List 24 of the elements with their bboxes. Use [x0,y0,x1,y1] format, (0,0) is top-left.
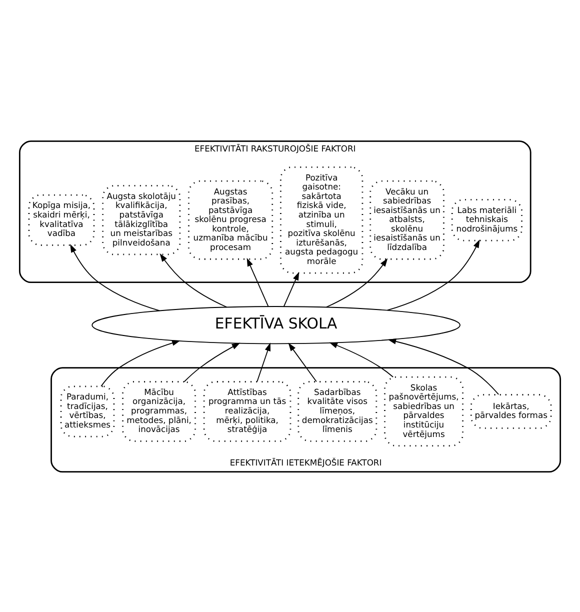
arrow [184,342,240,382]
arrow [388,338,500,394]
node-box: Paradumi, tradīcijas, vērtības, attieksmes [60,385,115,437]
arrow [386,239,480,310]
node-box: Augsta skolotāju kvalifikācija, patstāvīga tālākizglītība un meistarības pilnveidošana [102,184,181,255]
node-box: Pozitīva gaisotne: sakārtota fiziskā vide, atzinība un stimuli, pozitīva skolēnu izturēšanās, augsta pedagogu morāle [280,166,364,274]
node-box: Mācību organizācija, programmas, metodes, plāni, inovācijas [122,380,196,442]
arrow [326,258,388,308]
arrow [160,252,228,308]
node-box: Sadarbības kvalitāte visos līmeņos, demokratizācijas līmenis [298,380,378,442]
node-box: Labs materiāli tehniskais nodrošinājums [451,198,522,241]
node-box: Kopīga misija, skaidri mērķi, kvalitatīva vadība [28,194,95,246]
node-box: Iekārtas, pārvaldes formas [470,394,552,428]
node-box: Augstas prasības, patstāvīga skolēnu progresa kontrole, uzmanība mācību procesam [188,180,274,260]
arrow [283,271,300,306]
node-box: Skolas pašnovērtējums, sabiedrības un pārvaldes institūciju vērtējums [384,376,464,446]
arrow [288,342,317,382]
arrow [256,342,270,382]
arrow [100,340,180,386]
arrow [70,244,160,311]
node-box: Vecāku un sabiedrības iesaistīšanās un atbalsts, skolēnu iesaistīšanās un līdzdalība [370,180,444,260]
node-box: Attīstības programma un tās realizācija, mērķi, politika, stratēģija [203,380,292,442]
arrow [329,342,394,377]
arrow [246,257,269,306]
